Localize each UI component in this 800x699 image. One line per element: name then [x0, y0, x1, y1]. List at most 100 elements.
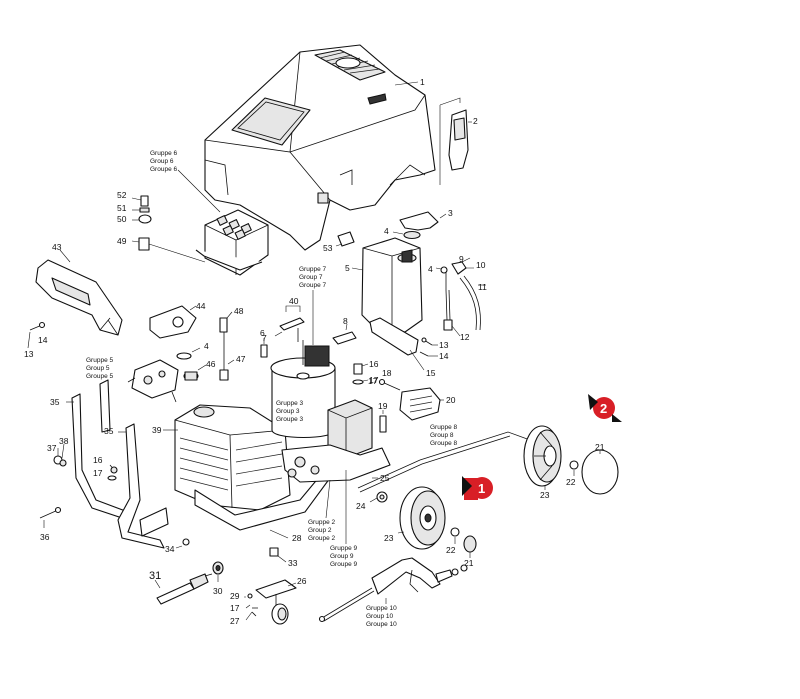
wheel-front	[397, 486, 446, 550]
svg-text:Gruppe 9: Gruppe 9	[330, 545, 357, 552]
leader-1	[394, 81, 419, 86]
valve-47-48	[219, 311, 235, 381]
badge-2: 2	[588, 394, 622, 422]
frame-tube-left	[66, 379, 129, 521]
label-13b: 13	[439, 340, 449, 350]
label-43: 43	[52, 242, 62, 252]
axle-25	[357, 431, 531, 493]
group-6-label: Gruppe 6 Group 6 Groupe 6	[150, 150, 177, 173]
svg-text:Group 3: Group 3	[276, 408, 300, 415]
oring-4-46	[176, 347, 207, 381]
nozzle-31	[154, 573, 213, 605]
washer-24	[369, 491, 388, 503]
label-18: 18	[382, 368, 392, 378]
label-14b: 14	[439, 351, 449, 361]
label-7: 7	[262, 333, 267, 343]
label-36: 36	[40, 532, 50, 542]
label-24: 24	[356, 501, 366, 511]
clamp-8	[332, 323, 357, 345]
svg-text:Group 6: Group 6	[150, 158, 174, 165]
screw-13-14-right	[419, 337, 438, 357]
label-16b: 16	[369, 359, 379, 369]
svg-text:2: 2	[600, 401, 607, 416]
label-28: 28	[292, 533, 302, 543]
motor-base-unit	[163, 404, 331, 531]
part-16-17-mid	[352, 363, 369, 385]
latch-clip	[439, 97, 472, 185]
label-23b: 23	[384, 533, 394, 543]
burner-block	[281, 399, 391, 483]
label-12: 12	[460, 332, 470, 342]
label-9: 9	[459, 254, 464, 264]
group-3-label: Gruppe 3 Group 3 Groupe 3	[276, 400, 303, 423]
sensor-6	[260, 338, 268, 358]
label-52: 52	[117, 190, 127, 200]
label-4b: 4	[428, 264, 433, 274]
label-1: 1	[420, 77, 425, 87]
group-9-label: Gruppe 9 Group 9 Groupe 9	[330, 470, 357, 568]
frame-tube-right	[117, 423, 169, 549]
group-2-label: Gruppe 2 Group 2 Groupe 2	[308, 479, 335, 542]
svg-text:Gruppe 7: Gruppe 7	[299, 266, 326, 273]
pump-head	[127, 359, 179, 403]
clip-53	[335, 231, 355, 247]
screw-16-17-left	[107, 464, 118, 481]
svg-text:Gruppe 10: Gruppe 10	[366, 605, 397, 612]
svg-text:Group 7: Group 7	[299, 274, 323, 281]
pressure-switch-40	[274, 305, 305, 342]
knob-assembly	[131, 195, 206, 263]
label-40: 40	[289, 296, 299, 306]
svg-text:Group 8: Group 8	[430, 432, 454, 439]
label-44: 44	[196, 301, 206, 311]
detergent-tank	[351, 237, 423, 333]
label-27: 27	[230, 616, 240, 626]
svg-text:Gruppe 3: Gruppe 3	[276, 400, 303, 407]
svg-text:Group 9: Group 9	[330, 553, 354, 560]
part-28	[269, 529, 289, 539]
label-25: 25	[380, 473, 390, 483]
svg-text:Group 2: Group 2	[308, 527, 332, 534]
tank-base-plate	[369, 317, 425, 371]
label-17d: 17	[230, 603, 240, 613]
svg-text:Groupe 7: Groupe 7	[299, 282, 326, 289]
label-49: 49	[117, 236, 127, 246]
label-51: 51	[117, 203, 127, 213]
svg-text:Groupe 2: Groupe 2	[308, 535, 335, 542]
part-30	[212, 561, 224, 582]
label-3: 3	[448, 208, 453, 218]
label-47: 47	[236, 354, 246, 364]
wheel-rear	[523, 425, 562, 490]
label-20: 20	[446, 395, 456, 405]
label-46: 46	[206, 359, 216, 369]
label-22b: 22	[446, 545, 456, 555]
label-53: 53	[323, 243, 333, 253]
hood-cover	[204, 44, 436, 251]
svg-text:1: 1	[478, 481, 485, 496]
label-21a: 21	[595, 442, 605, 452]
label-35a: 35	[50, 397, 60, 407]
svg-text:Gruppe 2: Gruppe 2	[308, 519, 335, 526]
label-17b: 17	[369, 375, 379, 385]
label-30: 30	[213, 586, 223, 596]
label-10: 10	[476, 260, 486, 270]
label-26: 26	[297, 576, 307, 586]
svg-text:Groupe 10: Groupe 10	[366, 621, 397, 628]
svg-text:Gruppe 5: Gruppe 5	[86, 357, 113, 364]
group-7-label: Gruppe 7 Group 7 Groupe 7	[299, 266, 326, 345]
label-4c: 4	[204, 341, 209, 351]
label-8: 8	[343, 316, 348, 326]
boiler-cylinder	[270, 340, 336, 439]
svg-text:Gruppe 8: Gruppe 8	[430, 424, 457, 431]
label-50: 50	[117, 214, 127, 224]
feet-33-34	[175, 538, 287, 563]
tank-cap	[392, 230, 421, 240]
group-8-label: Gruppe 8 Group 8 Groupe 8	[430, 424, 457, 447]
label-13a: 13	[24, 349, 34, 359]
svg-text:Groupe 9: Groupe 9	[330, 561, 357, 568]
label-17c: 17	[368, 376, 378, 386]
label-19: 19	[378, 401, 388, 411]
svg-text:Groupe 5: Groupe 5	[86, 373, 113, 380]
label-4a: 4	[384, 226, 389, 236]
label-48: 48	[234, 306, 244, 316]
